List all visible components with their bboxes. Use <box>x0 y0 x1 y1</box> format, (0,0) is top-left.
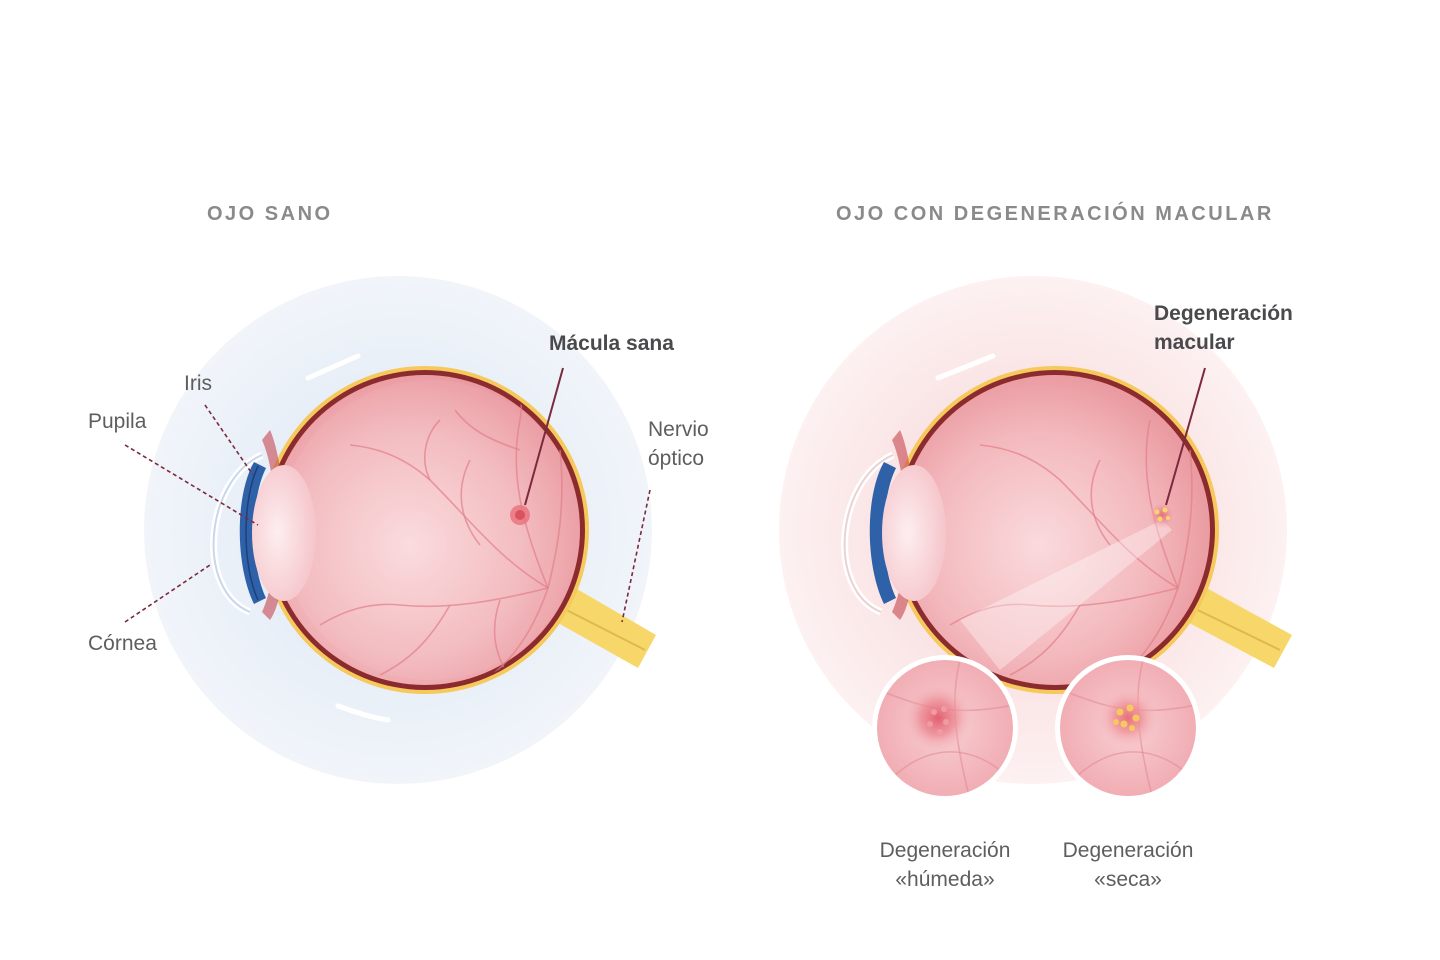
title-healthy-eye: OJO SANO <box>207 200 333 229</box>
label-cornea: Córnea <box>88 629 157 658</box>
label-macular-degeneration-line1: Degeneración <box>1154 299 1293 328</box>
diseased-lens <box>882 465 946 601</box>
label-optic-nerve-line1: Nervio <box>648 415 709 444</box>
label-optic-nerve: Nervio óptico <box>648 415 709 473</box>
title-diseased-eye: OJO CON DEGENERACIÓN MACULAR <box>836 200 1274 229</box>
label-healthy-macula: Mácula sana <box>549 329 674 358</box>
label-iris: Iris <box>184 369 212 398</box>
label-macular-degeneration: Degeneración macular <box>1154 299 1293 357</box>
label-dry-line2: «seca» <box>1043 865 1213 894</box>
label-pupil: Pupila <box>88 407 146 436</box>
healthy-lens <box>252 465 316 601</box>
label-wet-line1: Degeneración <box>860 836 1030 865</box>
label-optic-nerve-line2: óptico <box>648 444 709 473</box>
degenerated-macula <box>1148 501 1176 529</box>
dry-degeneration-inset <box>1055 655 1201 801</box>
label-dry-line1: Degeneración <box>1043 836 1213 865</box>
label-macular-degeneration-line2: macular <box>1154 328 1293 357</box>
wet-degeneration-inset <box>872 655 1018 801</box>
label-wet-degeneration: Degeneración «húmeda» <box>860 836 1030 894</box>
label-wet-line2: «húmeda» <box>860 865 1030 894</box>
label-dry-degeneration: Degeneración «seca» <box>1043 836 1213 894</box>
